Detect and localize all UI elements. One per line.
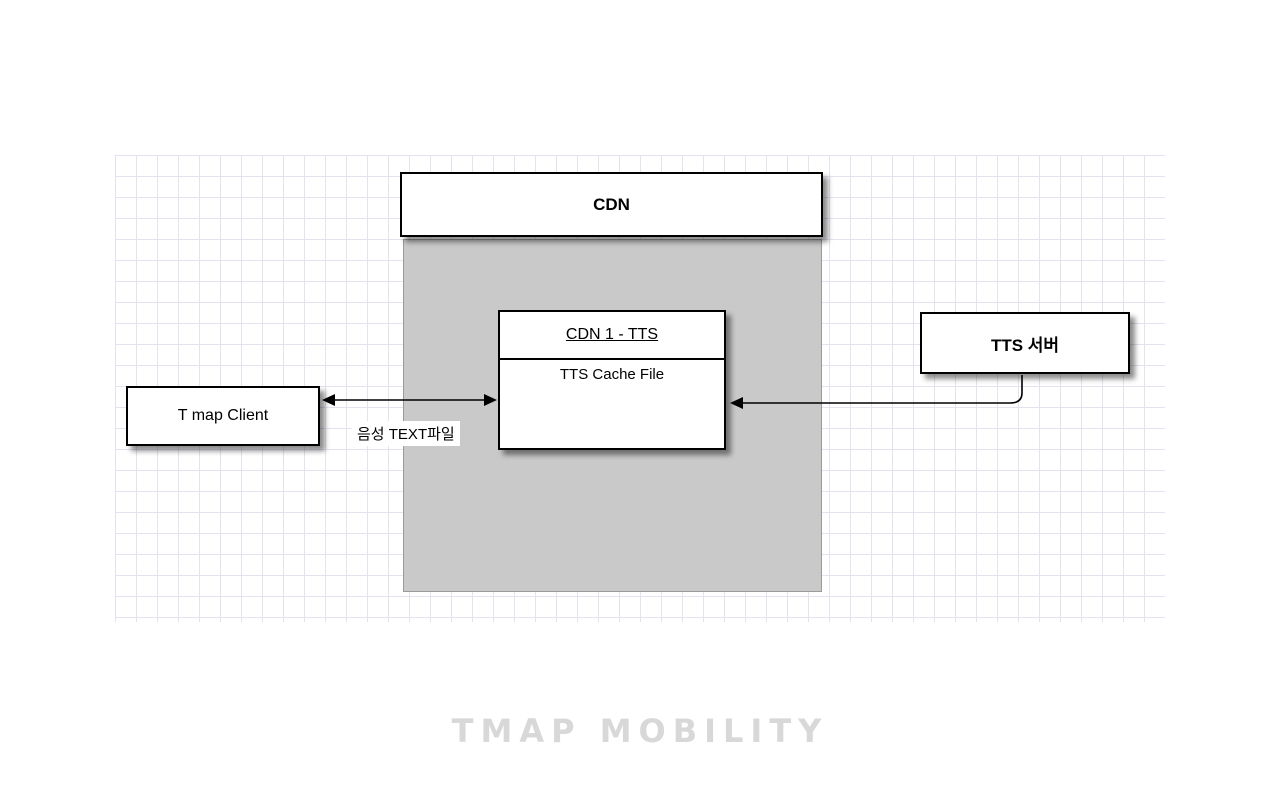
node-cdn1-tts-body: TTS Cache File (559, 366, 665, 383)
node-cdn-title: CDN (400, 172, 823, 237)
node-cdn1-tts-title: CDN 1 - TTS (500, 312, 724, 360)
tmap-mobility-watermark: TMAP MOBILITY (451, 712, 829, 750)
node-tts-server: TTS 서버 (920, 312, 1130, 374)
node-tmap-client: T map Client (126, 386, 320, 446)
node-tmap-client-label: T map Client (177, 407, 269, 424)
edge-label-voice-text-file: 음성 TEXT파일 (352, 421, 460, 446)
node-tts-server-label: TTS 서버 (990, 335, 1060, 355)
node-cdn-title-label: CDN (593, 194, 630, 214)
node-cdn1-tts: CDN 1 - TTS TTS Cache File (498, 310, 726, 450)
